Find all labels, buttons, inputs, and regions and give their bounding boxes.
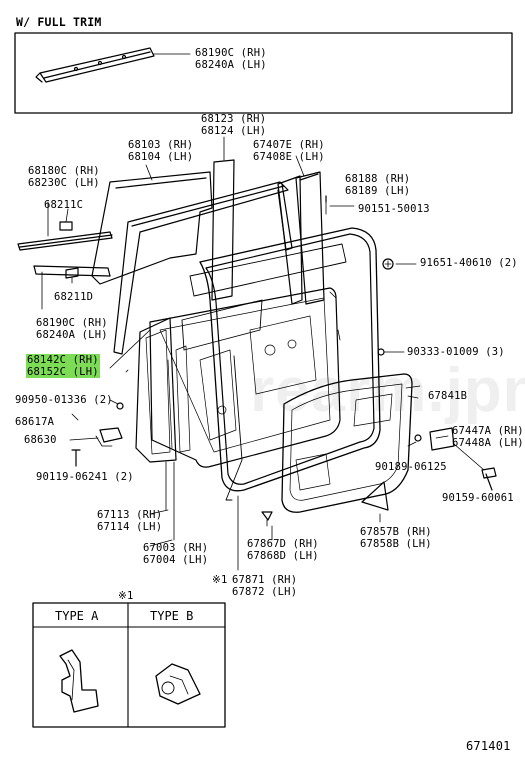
part-label-68240a-lh[interactable]: 68240A (LH) xyxy=(36,329,108,341)
part-label-91651-40610[interactable]: 91651-40610 (2) xyxy=(420,257,518,269)
part-label-67113[interactable]: 67113 (RH) xyxy=(97,509,163,521)
highlight-68152c: 68152C (LH) xyxy=(26,366,100,378)
type-a-header: TYPE A xyxy=(55,609,99,623)
part-label-68230c[interactable]: 68230C (LH) xyxy=(28,177,100,189)
division-bars xyxy=(277,155,355,305)
door-inner-panel xyxy=(149,287,341,468)
part-label-67407e[interactable]: 67407E (RH) xyxy=(253,139,325,151)
part-label-67841b[interactable]: 67841B xyxy=(428,390,468,402)
part-label-67408e[interactable]: 67408E (LH) xyxy=(253,151,325,163)
part-label-68211d[interactable]: 68211D xyxy=(54,291,94,303)
door-glass xyxy=(91,164,213,285)
part-label-67004[interactable]: 67004 (LH) xyxy=(143,554,209,566)
part-label-68180c[interactable]: 68180C (RH) xyxy=(28,165,100,177)
part-label-67867d[interactable]: 67867D (RH) xyxy=(247,538,319,550)
part-label-68630[interactable]: 68630 xyxy=(24,434,57,446)
part-label-68189[interactable]: 68189 (LH) xyxy=(345,185,411,197)
part-label-68142c-highlighted[interactable]: 68142C (RH) xyxy=(26,354,100,366)
part-label-68617a[interactable]: 68617A xyxy=(15,416,55,428)
part-label-68190c-rh[interactable]: 68190C (RH) xyxy=(36,317,108,329)
door-weatherstrip xyxy=(181,227,381,501)
highlight-68142c: 68142C (RH) xyxy=(26,354,100,366)
part-label-68211c[interactable]: 68211C xyxy=(44,199,84,211)
part-label-67003[interactable]: 67003 (RH) xyxy=(143,542,209,554)
part-label-68190c-rh-top[interactable]: 68190C (RH) xyxy=(195,47,267,59)
type-b-header: TYPE B xyxy=(150,609,194,623)
belt-moulding-left xyxy=(17,201,113,310)
inset-title: W/ FULL TRIM xyxy=(16,15,102,29)
right-hardware xyxy=(361,427,497,523)
quarter-glass xyxy=(211,136,235,301)
part-label-67858b[interactable]: 67858B (LH) xyxy=(360,538,432,550)
part-label-67448a[interactable]: 67448A (LH) xyxy=(452,437,524,449)
part-label-90333-01009[interactable]: 90333-01009 (3) xyxy=(407,346,505,358)
full-trim-inset xyxy=(14,32,513,114)
part-label-90159-60061[interactable]: 90159-60061 xyxy=(442,492,514,504)
part-label-67857b[interactable]: 67857B (RH) xyxy=(360,526,432,538)
part-label-90151-50013[interactable]: 90151-50013 xyxy=(358,203,430,215)
leader-lines xyxy=(109,329,419,547)
part-label-68104[interactable]: 68104 (LH) xyxy=(128,151,194,163)
part-label-67868d[interactable]: 67868D (LH) xyxy=(247,550,319,562)
part-label-90189-06125[interactable]: 90189-06125 xyxy=(375,461,447,473)
door-outer-shell xyxy=(135,317,177,541)
part-label-68152c-highlighted[interactable]: 68152C (LH) xyxy=(26,366,100,378)
part-label-68103[interactable]: 68103 (RH) xyxy=(128,139,194,151)
hardware xyxy=(69,258,417,467)
footnote-marker-67871: ※1 xyxy=(212,574,228,586)
part-label-90950-01336[interactable]: 90950-01336 (2) xyxy=(15,394,113,406)
weatherstrip-section-box xyxy=(32,602,226,728)
part-label-67114[interactable]: 67114 (LH) xyxy=(97,521,163,533)
diagram-number: 671401 xyxy=(466,739,511,753)
part-label-68240a-lh-top[interactable]: 68240A (LH) xyxy=(195,59,267,71)
bottom-leaders xyxy=(237,495,273,571)
part-label-68188[interactable]: 68188 (RH) xyxy=(345,173,411,185)
part-label-67872[interactable]: 67872 (LH) xyxy=(232,586,298,598)
part-label-68123[interactable]: 68123 (RH) xyxy=(201,113,267,125)
part-label-90119-06241[interactable]: 90119-06241 (2) xyxy=(36,471,134,483)
door-trim-panel xyxy=(281,373,421,513)
part-label-68124[interactable]: 68124 (LH) xyxy=(201,125,267,137)
part-label-67871[interactable]: 67871 (RH) xyxy=(232,574,298,586)
section-footnote-marker: ※1 xyxy=(118,590,134,602)
part-label-67447a[interactable]: 67447A (RH) xyxy=(452,425,524,437)
